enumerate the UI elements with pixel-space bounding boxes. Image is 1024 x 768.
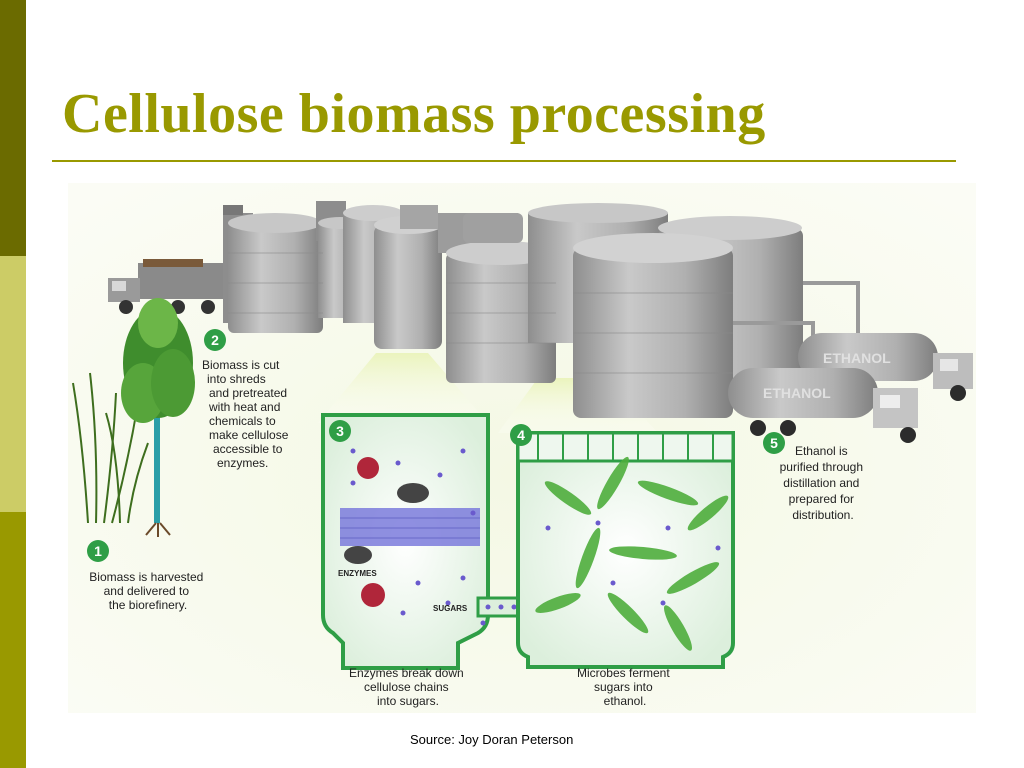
step-1: 1 Biomass is harvested and delivered to … xyxy=(87,540,206,612)
fermentation-tank-lid xyxy=(516,431,735,463)
sugars-label: SUGARS xyxy=(433,604,468,613)
accent-block-olive xyxy=(0,512,26,768)
delivery-truck xyxy=(108,259,226,314)
source-credit: Source: Joy Doran Peterson xyxy=(410,732,574,747)
step-5-number: 5 xyxy=(770,435,778,451)
step-3-badge xyxy=(329,420,351,442)
light-beam-3 xyxy=(318,353,488,423)
enzyme-molecule-dark-2 xyxy=(344,546,372,564)
enzyme-molecule-dark xyxy=(397,483,429,503)
microbes xyxy=(535,456,729,651)
slide-title: Cellulose biomass processing xyxy=(62,83,766,145)
cellulose-chain-band xyxy=(340,508,480,546)
accent-block-light xyxy=(0,256,26,512)
step-1-number: 1 xyxy=(94,543,102,559)
title-underline xyxy=(52,160,956,162)
step-4-number: 4 xyxy=(517,427,525,443)
step-3-inset: 3 ENZYMES SUGARS Enzymes break down cell… xyxy=(321,413,501,708)
step-5-badge xyxy=(763,432,785,454)
step-3-number: 3 xyxy=(336,423,344,439)
ethanol-truck-front: ETHANOL xyxy=(728,368,918,443)
step-2-caption: Biomass is cut into shreds and pretreate… xyxy=(202,358,292,470)
ethanol-label-front: ETHANOL xyxy=(763,385,831,401)
step-2-badge xyxy=(204,329,226,351)
step-5-caption: Ethanol is purified through distillation… xyxy=(780,444,867,522)
refinery-tanks xyxy=(223,201,860,418)
step-4-caption: Microbes ferment sugars into ethanol. xyxy=(577,666,673,708)
step-2-number: 2 xyxy=(211,332,219,348)
step-4-badge xyxy=(510,424,532,446)
accent-block-dark xyxy=(0,0,26,256)
step-1-caption: Biomass is harvested and delivered to th… xyxy=(89,570,206,612)
step-2: 2 Biomass is cut into shreds and pretrea… xyxy=(202,329,292,470)
ethanol-label-back: ETHANOL xyxy=(823,350,891,366)
step-5: 5 Ethanol is purified through distillati… xyxy=(763,432,867,522)
biorefinery-illustration: ETHANOL ETHANOL 1 Biomass is harvested a… xyxy=(68,183,976,713)
biomass-plants xyxy=(72,298,195,537)
step-4-inset: 4 Microbes ferment sugars into ethanol. xyxy=(510,424,735,708)
diagram-svg: ETHANOL ETHANOL 1 Biomass is harvested a… xyxy=(68,183,976,713)
enzyme-molecule-red xyxy=(357,457,379,479)
enzymes-label: ENZYMES xyxy=(338,569,377,578)
step-1-badge xyxy=(87,540,109,562)
enzyme-molecule-red-2 xyxy=(361,583,385,607)
left-accent-bar xyxy=(0,0,26,768)
step-3-caption: Enzymes break down cellulose chains into… xyxy=(349,666,467,708)
